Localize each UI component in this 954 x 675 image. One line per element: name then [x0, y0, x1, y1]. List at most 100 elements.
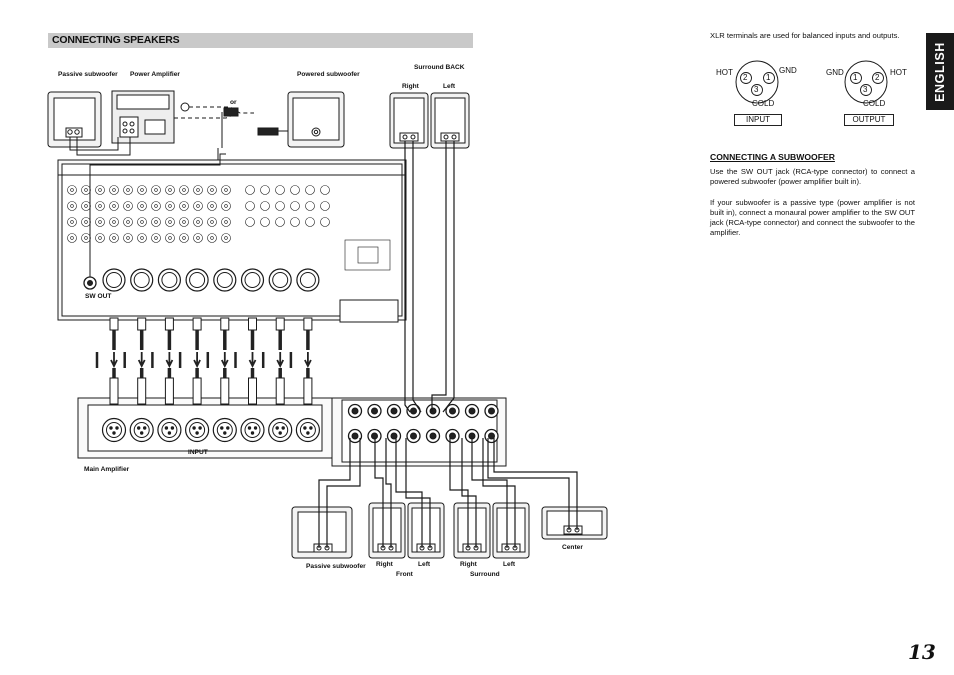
xlr-plug [248, 377, 257, 405]
rca-jack [123, 233, 133, 243]
label-surround-right: Right [460, 561, 477, 568]
rca-jack [67, 201, 77, 211]
subwoofer-paragraph-1: Use the SW OUT jack (RCA-type connector)… [710, 167, 915, 186]
rca-jack [81, 217, 91, 227]
rca-jack [137, 217, 147, 227]
xlr-input-jack [101, 417, 127, 443]
center-speaker [541, 506, 608, 540]
rca-jack [193, 185, 203, 195]
rca-jack [81, 233, 91, 243]
xlr-input-jack [157, 417, 182, 443]
label-surround-back-right: Right [402, 83, 419, 90]
subwoofer-heading: CONNECTING A SUBWOOFER [710, 152, 835, 162]
rca-jack [137, 233, 147, 243]
xlr-input-jack [240, 417, 265, 443]
arrow-icon [276, 352, 285, 369]
xlr-output-cold: COLD [863, 99, 886, 108]
rca-jack [81, 185, 91, 195]
rca-jack [290, 185, 300, 195]
rca-jack [67, 185, 77, 195]
rca-jack [165, 233, 175, 243]
xlr-input-jack [212, 417, 237, 443]
rca-jack [151, 217, 161, 227]
rca-jack [275, 217, 285, 227]
rca-jack [245, 185, 255, 195]
rca-jack [320, 217, 330, 227]
xlr-input-pin-3: 3 [754, 85, 759, 94]
label-main-amplifier: Main Amplifier [84, 466, 130, 473]
xlr-input-cold: COLD [752, 99, 775, 108]
arrow-icon [248, 352, 257, 369]
rca-jack [320, 201, 330, 211]
label-power-amplifier: Power Amplifier [130, 71, 180, 78]
label-powered-subwoofer: Powered subwoofer [297, 71, 360, 78]
rca-jack [221, 217, 231, 227]
rca-jack [275, 185, 285, 195]
rca-jack [179, 185, 189, 195]
label-center: Center [562, 544, 583, 551]
rca-jack [123, 201, 133, 211]
label-front: Front [396, 571, 413, 578]
arrow-icon [193, 352, 201, 369]
arrow-icon [220, 352, 229, 369]
xlr-plug [164, 317, 174, 331]
xlr-plug [192, 377, 202, 405]
rca-jack [193, 201, 203, 211]
label-passive-subwoofer-bottom: Passive subwoofer [306, 563, 366, 570]
power-amplifier [111, 90, 190, 144]
rca-jack [207, 217, 217, 227]
section-header-bar [48, 33, 473, 48]
rca-jack [179, 217, 189, 227]
xlr-plug [137, 377, 147, 405]
rca-jack [165, 201, 175, 211]
rca-jack [109, 233, 119, 243]
rca-jack [305, 185, 315, 195]
rca-jack [290, 201, 300, 211]
rca-jack [81, 201, 91, 211]
xlr-input-jack [129, 417, 154, 443]
arrow-icon [110, 352, 118, 369]
rca-jack [179, 201, 189, 211]
rca-jack [151, 233, 161, 243]
arrow-icon [137, 352, 146, 369]
passive-subwoofer-bottom [291, 506, 353, 559]
label-passive-subwoofer-top: Passive subwoofer [58, 71, 118, 78]
rca-jack [260, 217, 270, 227]
surround-left-speaker [492, 502, 530, 559]
rca-jack [123, 217, 133, 227]
rca-jack [151, 201, 161, 211]
surround-back-left-speaker [430, 92, 470, 149]
rca-jack [221, 201, 231, 211]
surround-right-speaker [453, 502, 491, 559]
xlr-output-pin-1: 1 [853, 73, 858, 82]
surround-back-right-speaker [389, 92, 429, 149]
xlr-plug [220, 377, 230, 405]
rca-jack [305, 201, 315, 211]
xlr-plug [275, 317, 285, 331]
rca-jack [207, 185, 217, 195]
language-tab: ENGLISH [926, 33, 954, 110]
rca-jack [245, 201, 255, 211]
xlr-input-pin-1: 1 [766, 73, 771, 82]
rca-jack [165, 217, 175, 227]
rca-jack [221, 233, 231, 243]
section-title: CONNECTING SPEAKERS [52, 34, 180, 46]
rca-jack [305, 217, 315, 227]
label-surround: Surround [470, 571, 500, 578]
rca-jack [67, 233, 77, 243]
label-main-amp-input: INPUT [188, 449, 208, 456]
rca-jack [137, 185, 147, 195]
xlr-plug [109, 317, 119, 331]
rca-jack [260, 201, 270, 211]
label-front-left: Left [418, 561, 431, 568]
label-receiver-sw-out: SW OUT [85, 293, 112, 300]
xlr-output-hot: HOT [890, 68, 907, 77]
xlr-input-pin-2: 2 [743, 73, 748, 82]
rca-jack [109, 201, 119, 211]
label-surround-left: Left [503, 561, 516, 568]
xlr-output-pin-3: 3 [863, 85, 868, 94]
xlr-plug [109, 377, 119, 405]
xlr-plug [303, 317, 313, 331]
rca-jack [109, 217, 119, 227]
rca-jack [193, 217, 203, 227]
